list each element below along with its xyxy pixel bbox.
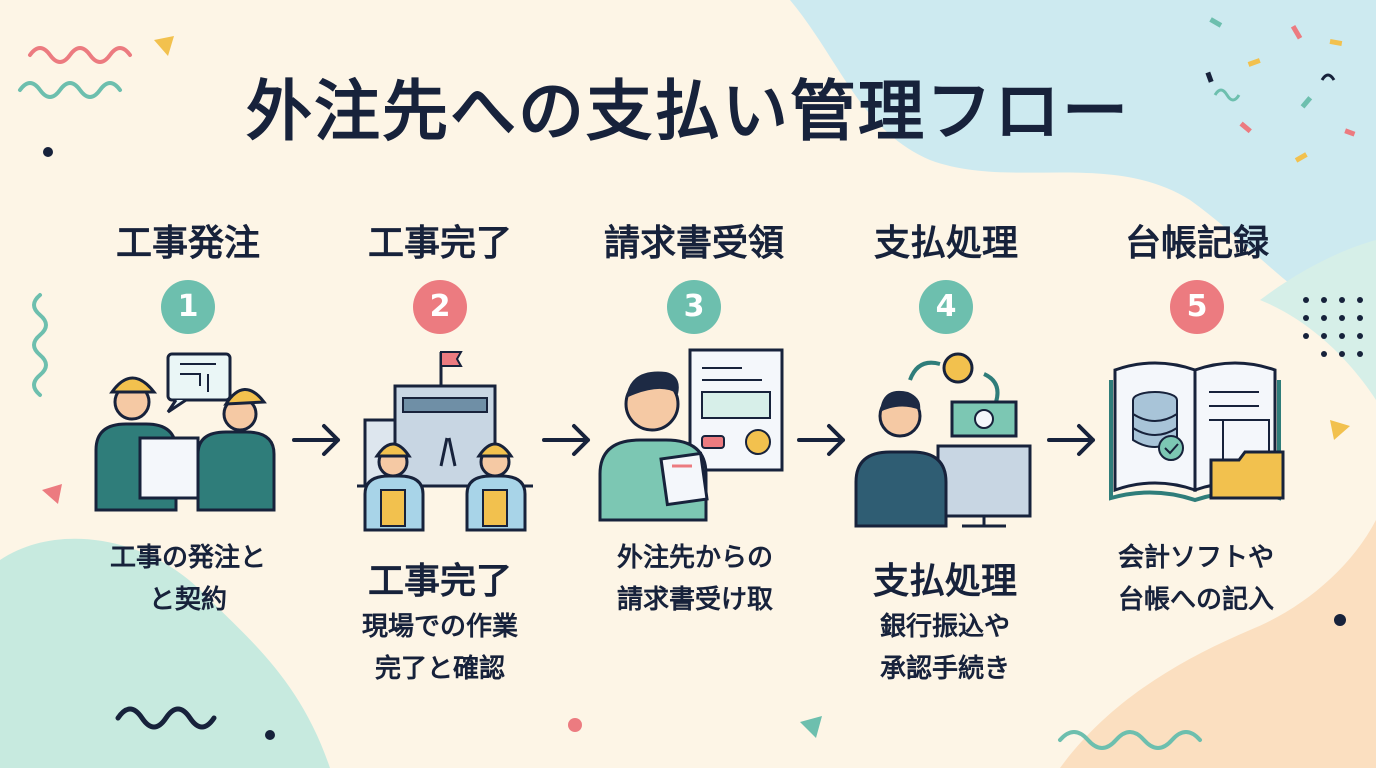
man-invoice-icon (598, 348, 784, 522)
step-3-description: 外注先からの 請求書受け取 (565, 537, 825, 621)
step-3-desc-line-2: 請求書受け取 (616, 585, 773, 615)
step-1-desc-line-2: と契約 (148, 585, 227, 615)
step-5-desc-line-1: 会計ソフトや (1117, 543, 1274, 573)
page-title: 外注先への支払い管理フロー (246, 73, 1130, 150)
arrow-right-icon (292, 424, 340, 456)
step-5-description: 会計ソフトや 台帳への記入 (1066, 537, 1326, 621)
step-3-desc-line-1: 外注先からの (616, 543, 773, 573)
step-4-number-badge: 4 (919, 280, 973, 334)
step-4-description: 支払処理 銀行振込や 承認手続き (815, 558, 1075, 690)
step-4-desc-heading: 支払処理 (872, 561, 1017, 602)
step-3-number-badge: 3 (667, 280, 721, 334)
step-3-title: 請求書受領 (603, 223, 784, 264)
step-2-desc-heading: 工事完了 (367, 561, 512, 602)
woman-computer-payment-icon (854, 352, 1032, 528)
step-1-desc-line-1: 工事の発注と (109, 543, 266, 573)
step-1-description: 工事の発注と と契約 (58, 537, 318, 621)
ledger-book-database-icon (1109, 361, 1285, 503)
step-1-number-badge: 1 (161, 280, 215, 334)
step-2-desc-line-2: 完了と確認 (374, 654, 505, 684)
step-4-desc-line-1: 銀行振込や (879, 612, 1010, 642)
step-1-title: 工事発注 (115, 223, 260, 264)
arrow-right-icon (1047, 424, 1095, 456)
step-5-number-badge: 5 (1170, 280, 1224, 334)
step-4-title: 支払処理 (873, 223, 1018, 264)
step-5-title: 台帳記録 (1124, 223, 1269, 264)
step-4-desc-line-2: 承認手続き (879, 654, 1010, 684)
arrow-right-icon (542, 424, 590, 456)
step-5-desc-line-2: 台帳への記入 (1117, 585, 1274, 615)
workers-highfive-building-icon (357, 351, 533, 532)
step-2-desc-line-1: 現場での作業 (361, 612, 518, 642)
arrow-right-icon (797, 424, 845, 456)
engineers-blueprint-icon (94, 352, 276, 512)
step-2-title: 工事完了 (367, 223, 512, 264)
step-2-description: 工事完了 現場での作業 完了と確認 (310, 558, 570, 690)
step-2-number-badge: 2 (413, 280, 467, 334)
